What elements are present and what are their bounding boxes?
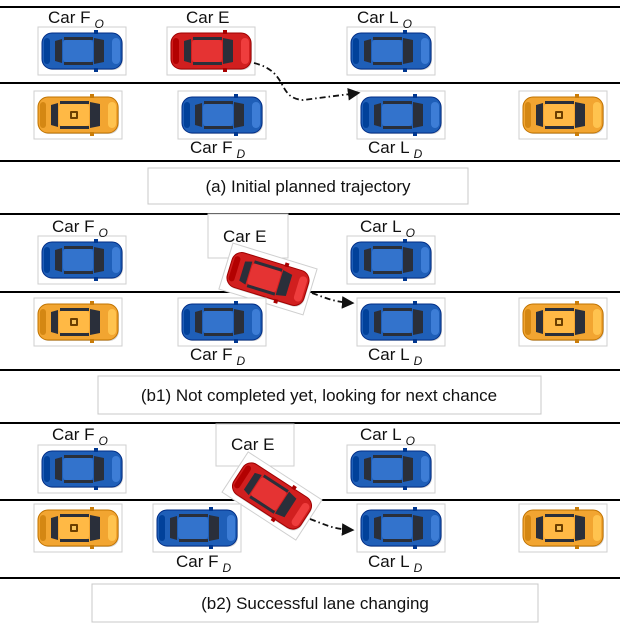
caption-b2: (b2) Successful lane changing xyxy=(201,594,429,613)
yellow-car-body xyxy=(37,301,119,343)
car-lo xyxy=(346,26,436,76)
caption-box xyxy=(147,167,469,205)
trajectory-arrow xyxy=(309,518,355,536)
caption-box xyxy=(91,583,539,623)
red-car-body xyxy=(170,30,252,72)
blue-car-body xyxy=(350,30,432,72)
blue-car-body xyxy=(360,301,442,343)
blue-car-body xyxy=(360,94,442,136)
car-yellow-right xyxy=(518,297,608,347)
blue-car-body xyxy=(41,448,123,490)
label-car-e: Car E xyxy=(223,227,266,246)
car-yellow-left xyxy=(33,503,123,553)
car-fd xyxy=(177,90,267,140)
car-fo xyxy=(37,444,127,494)
label-car-e: Car E xyxy=(186,8,229,27)
caption-a: (a) Initial planned trajectory xyxy=(205,177,411,196)
car-yellow-right xyxy=(518,503,608,553)
trajectory-arrow xyxy=(253,62,361,101)
car-fo xyxy=(37,26,127,76)
car-fd xyxy=(177,297,267,347)
car-lo xyxy=(346,444,436,494)
car-ld xyxy=(356,297,446,347)
car-fo xyxy=(37,235,127,285)
label-car-e: Car E xyxy=(231,435,274,454)
caption-box xyxy=(97,375,542,415)
blue-car-body xyxy=(181,301,263,343)
car-e xyxy=(221,451,323,541)
car-yellow-right xyxy=(518,90,608,140)
car-ld xyxy=(356,90,446,140)
red-car-body xyxy=(226,252,310,307)
car-e xyxy=(166,26,256,76)
caption-b1: (b1) Not completed yet, looking for next… xyxy=(141,386,497,405)
red-car-body xyxy=(231,462,313,531)
trajectory-arrow xyxy=(311,292,355,309)
car-e xyxy=(218,242,318,316)
panel-b2 xyxy=(0,422,620,623)
blue-car-body xyxy=(41,239,123,281)
yellow-car-body xyxy=(37,94,119,136)
blue-car-body xyxy=(360,507,442,549)
panel-a xyxy=(0,6,620,205)
blue-car-body xyxy=(350,239,432,281)
yellow-car-body xyxy=(522,94,604,136)
blue-car-body xyxy=(156,507,238,549)
car-yellow-left xyxy=(33,90,123,140)
car-lo xyxy=(346,235,436,285)
car-yellow-left xyxy=(33,297,123,347)
yellow-car-body xyxy=(37,507,119,549)
yellow-car-body xyxy=(522,507,604,549)
blue-car-body xyxy=(41,30,123,72)
blue-car-body xyxy=(350,448,432,490)
yellow-car-body xyxy=(522,301,604,343)
panel-b1 xyxy=(0,213,620,415)
car-fd xyxy=(152,503,242,553)
blue-car-body xyxy=(181,94,263,136)
car-ld xyxy=(356,503,446,553)
